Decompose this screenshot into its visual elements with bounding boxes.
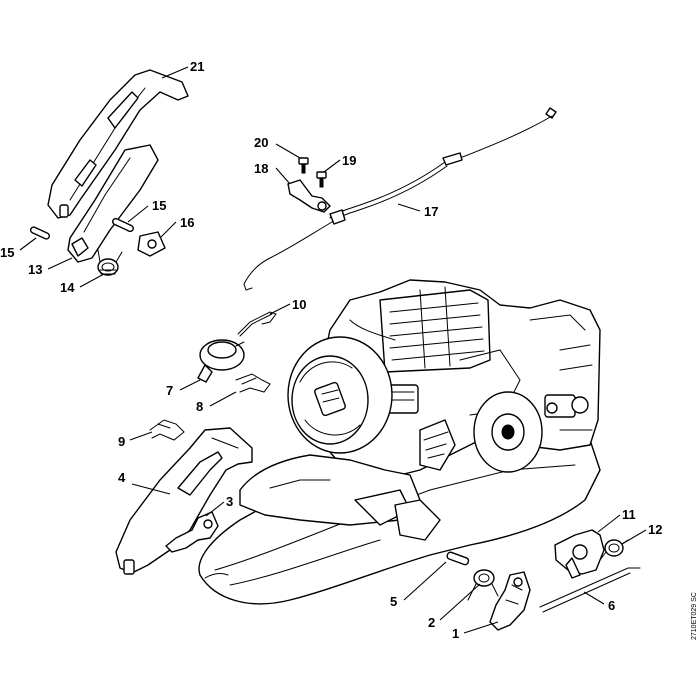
- callout-4: 4: [118, 470, 126, 485]
- part-19-screw: [316, 171, 327, 188]
- callout-16: 16: [180, 215, 194, 230]
- callout-21: 21: [190, 59, 204, 74]
- part-13-handle-shell: [67, 144, 159, 263]
- part-12-spring: [599, 539, 629, 561]
- callout-12: 12: [648, 522, 662, 537]
- part-9-clip: [149, 419, 185, 441]
- callout-2: 2: [428, 615, 435, 630]
- callout-17: 17: [424, 204, 438, 219]
- callout-7: 7: [166, 383, 173, 398]
- callout-3: 3: [226, 494, 233, 509]
- callout-5: 5: [390, 594, 397, 609]
- part-15-pin-left: [29, 226, 51, 240]
- callout-9: 9: [118, 434, 125, 449]
- part-2-spring: [467, 569, 499, 601]
- callout-6: 6: [608, 598, 615, 613]
- part-3-trigger: [165, 511, 219, 553]
- callout-15-right: 15: [152, 198, 166, 213]
- part-6-rod: [539, 567, 641, 613]
- chainsaw-housing: [198, 279, 601, 605]
- clutch-drum: [473, 391, 543, 473]
- part-1-catch: [489, 571, 531, 631]
- part-17-throttle-cable: [243, 107, 557, 291]
- part-10-rod: [237, 311, 277, 337]
- callout-14: 14: [60, 280, 75, 295]
- part-20-screw: [298, 157, 309, 174]
- callout-18: 18: [254, 161, 268, 176]
- callout-8: 8: [196, 399, 203, 414]
- part-14-spring: [97, 249, 123, 276]
- callout-labels: 21 20 19 18 17 15 15 16 13 14 10 7 8 9 4…: [0, 59, 662, 641]
- callout-13: 13: [28, 262, 42, 277]
- callout-15-left: 15: [0, 245, 14, 260]
- callout-11: 11: [622, 507, 636, 522]
- part-15-pin-right: [112, 217, 134, 233]
- reference-code: 2710ET029 SC: [691, 592, 698, 640]
- cylinder-fins: [379, 286, 491, 373]
- part-4-handle-grip: [115, 427, 253, 575]
- part-5-pin: [446, 551, 470, 566]
- callout-19: 19: [342, 153, 356, 168]
- part-16-bracket: [137, 231, 166, 257]
- part-7-lever: [197, 339, 245, 383]
- leader-lines: [19, 66, 647, 634]
- callout-10: 10: [292, 297, 306, 312]
- callout-1: 1: [452, 626, 459, 641]
- part-11-control-knob: [554, 529, 605, 579]
- callout-20: 20: [254, 135, 268, 150]
- starter-fan: [287, 336, 393, 454]
- part-21-handle-cover: [47, 69, 189, 219]
- part-8-clip: [235, 373, 271, 393]
- part-18-lever: [287, 179, 331, 213]
